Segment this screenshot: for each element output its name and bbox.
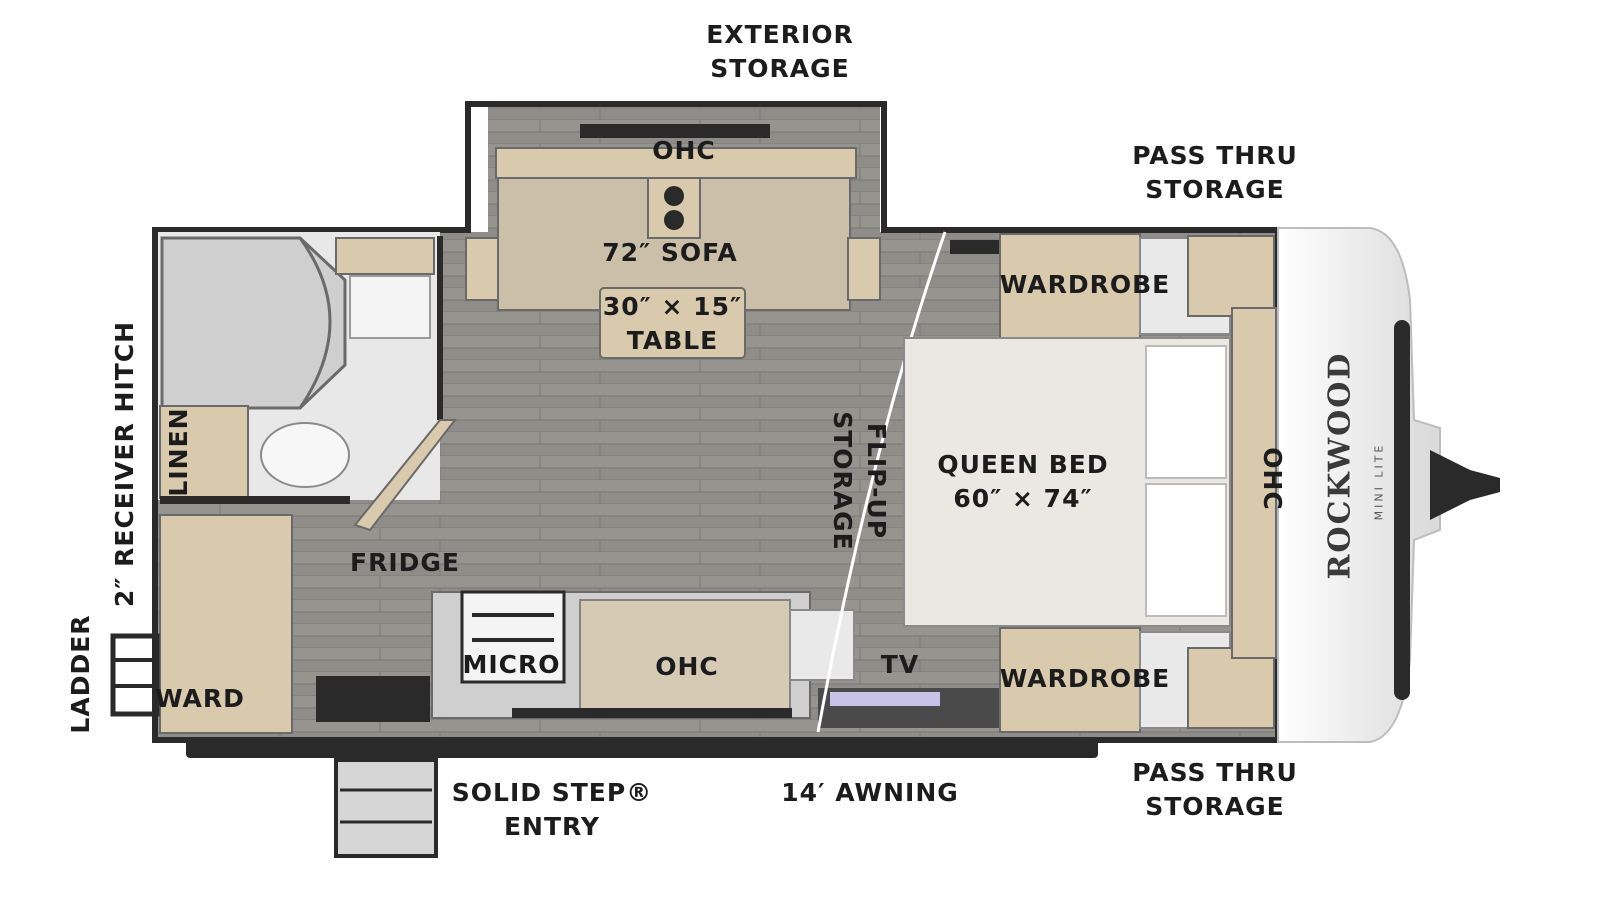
flip-up-storage-label: FLIP-UP STORAGE bbox=[828, 411, 891, 551]
pillow-top bbox=[1145, 345, 1227, 479]
kitchen-ohc bbox=[579, 599, 791, 711]
pass-thru-storage-bottom-label: PASS THRU STORAGE bbox=[1132, 758, 1298, 821]
wardrobe-top-label: WARDROBE bbox=[999, 270, 1171, 299]
sofa-label: 72″ SOFA bbox=[602, 238, 738, 267]
awning-bar bbox=[186, 740, 1098, 758]
ohc-slide-label: OHC bbox=[652, 136, 716, 165]
brand-sub: MINI LITE bbox=[1372, 442, 1386, 521]
ward-label: WARD bbox=[155, 684, 245, 713]
micro-label: MICRO bbox=[462, 650, 561, 679]
shower-door bbox=[298, 237, 332, 409]
tv-screen bbox=[830, 692, 940, 706]
rear-wardrobe bbox=[159, 514, 293, 734]
brand-name: ROCKWOOD bbox=[1322, 351, 1358, 580]
exterior-storage-label: EXTERIOR STORAGE bbox=[706, 20, 854, 83]
entry-step bbox=[334, 758, 438, 858]
kitchen-sink bbox=[512, 708, 792, 718]
wardrobe-bottom bbox=[999, 627, 1141, 733]
speaker-left bbox=[465, 237, 499, 301]
fridge-base bbox=[316, 676, 430, 722]
toilet bbox=[260, 422, 350, 488]
bath-sink bbox=[349, 275, 431, 339]
table bbox=[599, 287, 746, 359]
linen-label: LINEN bbox=[164, 407, 193, 497]
ohc-front bbox=[1231, 307, 1277, 659]
awning-label: 14′ AWNING bbox=[781, 778, 959, 807]
wardrobe-top bbox=[999, 233, 1141, 339]
solid-step-entry-label: SOLID STEP® ENTRY bbox=[451, 778, 653, 841]
bath-vanity bbox=[335, 237, 435, 275]
stove bbox=[460, 590, 566, 684]
pillow-bottom bbox=[1145, 483, 1227, 617]
receiver-hitch-label: 2″ RECEIVER HITCH bbox=[110, 320, 139, 608]
tv-label: TV bbox=[880, 650, 920, 679]
linen-cabinet bbox=[159, 405, 249, 499]
slide-window bbox=[580, 124, 770, 138]
shower bbox=[160, 236, 347, 410]
pass-thru-cabinet-top bbox=[1187, 235, 1275, 317]
tv-cabinet bbox=[789, 609, 855, 681]
ladder bbox=[110, 633, 160, 717]
front-cap bbox=[1277, 227, 1441, 743]
ohc-slide bbox=[495, 147, 857, 179]
pass-thru-storage-top-label: PASS THRU STORAGE bbox=[1132, 141, 1298, 204]
bath-door bbox=[353, 419, 458, 532]
pass-thru-cabinet-bottom bbox=[1187, 647, 1275, 729]
queen-bed-label: QUEEN BED 60″ × 74″ bbox=[937, 450, 1109, 513]
speaker-right bbox=[847, 237, 881, 301]
cap-window bbox=[1394, 320, 1410, 700]
ohc-front-label: OHC bbox=[1258, 447, 1287, 511]
ohc-kitchen-label: OHC bbox=[655, 652, 719, 681]
hitch-coupler bbox=[1430, 450, 1500, 520]
table-label: 30″ × 15″ TABLE bbox=[602, 292, 743, 355]
ladder-label: LADDER bbox=[66, 614, 95, 734]
wardrobe-bottom-label: WARDROBE bbox=[999, 664, 1171, 693]
fridge-label: FRIDGE bbox=[350, 548, 460, 577]
flip-up-storage-curve bbox=[816, 231, 947, 733]
